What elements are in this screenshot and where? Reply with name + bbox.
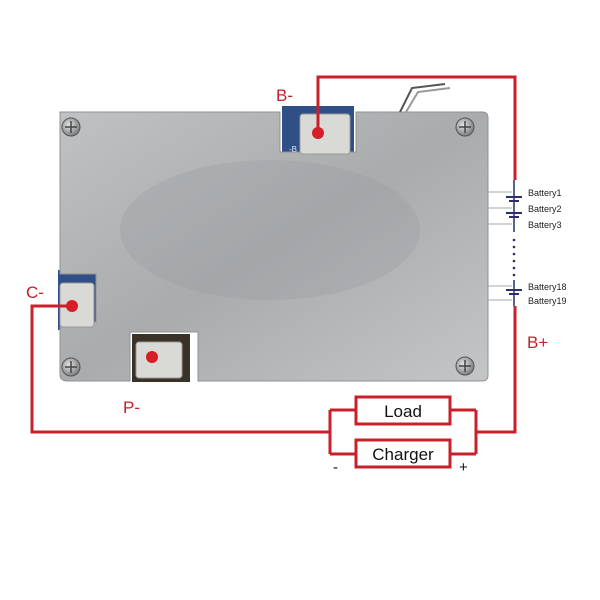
load-box (354, 395, 452, 426)
p-minus-pad (135, 341, 183, 379)
b-plus-label: B+ (527, 333, 548, 352)
load-label: Load (384, 402, 422, 421)
plus-sign: + (459, 459, 468, 476)
plate-shading (120, 160, 420, 300)
b-minus-terminal-dot (312, 127, 324, 139)
c-minus-label: C- (26, 283, 44, 302)
heatsink-plate (59, 111, 489, 382)
p-minus-label: P- (123, 398, 140, 417)
wiring (30, 75, 517, 456)
c-minus-terminal-dot (66, 300, 78, 312)
charger-box (354, 438, 452, 469)
pad-label: -B (289, 145, 297, 154)
battery-taps (488, 191, 512, 301)
charger-label: Charger (372, 445, 434, 464)
sense-wire (405, 87, 451, 113)
ellipsis-dots (512, 238, 516, 277)
b-minus-pad (299, 113, 351, 155)
minus-sign: - (333, 459, 338, 476)
battery-label-1: Battery1 (528, 188, 562, 198)
p-minus-terminal-dot (146, 351, 158, 363)
battery-label-3: Battery3 (528, 220, 562, 230)
screw-slot (65, 121, 471, 373)
battery-label-19: Battery19 (528, 296, 567, 306)
battery-stack (506, 180, 522, 306)
battery-label-2: Battery2 (528, 204, 562, 214)
battery-label-18: Battery18 (528, 282, 567, 292)
b-minus-label: B- (276, 86, 293, 105)
sense-wire (399, 83, 446, 113)
